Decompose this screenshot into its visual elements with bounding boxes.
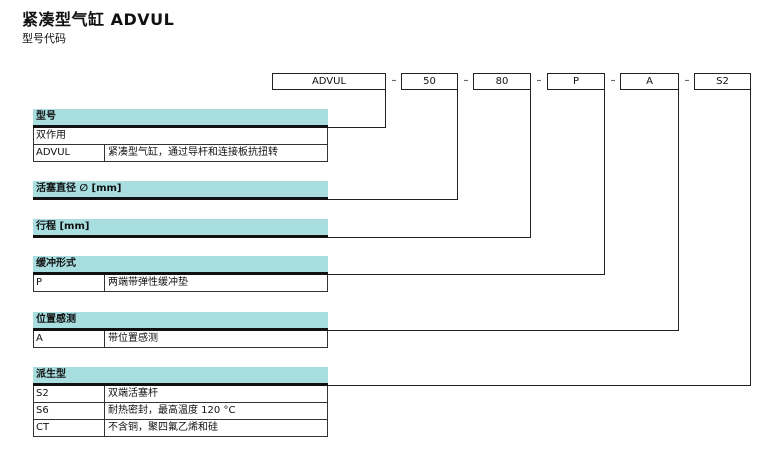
row-desc: 双端活塞杆 [104, 386, 327, 402]
page-title: 紧凑型气缸 ADVUL [22, 10, 175, 29]
connector-line [457, 90, 458, 200]
connector-line [385, 90, 386, 128]
row-code: ADVUL [36, 147, 71, 158]
code-separator: – [536, 75, 542, 86]
connector-line [328, 330, 679, 331]
section-header-stroke: 行程 [mm] [33, 219, 328, 238]
row-desc: 两端带弹性缓冲垫 [104, 275, 327, 291]
connector-line [328, 127, 386, 128]
row-label: 双作用 [36, 130, 66, 141]
row-desc: 不含铜，聚四氟乙烯和硅 [104, 420, 327, 436]
section-header-cushion: 缓冲形式 [33, 256, 328, 275]
section-header-variant: 派生型 [33, 367, 328, 386]
table-row: 双作用 [33, 128, 328, 145]
code-box-cushion: P [547, 73, 605, 90]
code-box-type: ADVUL [272, 73, 386, 90]
connector-line [678, 90, 679, 331]
code-box-bore: 50 [401, 73, 458, 90]
table-row: ADVUL 紧凑型气缸，通过导杆和连接板抗扭转 [33, 145, 328, 162]
section-header-sensing: 位置感测 [33, 312, 328, 331]
table-row: CT 不含铜，聚四氟乙烯和硅 [33, 420, 328, 437]
code-box-stroke: 80 [473, 73, 531, 90]
table-row: A 带位置感测 [33, 331, 328, 348]
section-header-type: 型号 [33, 109, 328, 128]
table-row: S6 耐热密封，最高温度 120 °C [33, 403, 328, 420]
connector-line [530, 90, 531, 238]
row-code: S2 [36, 388, 49, 399]
row-code: P [36, 277, 43, 288]
row-code: CT [36, 422, 50, 433]
page-subtitle: 型号代码 [22, 32, 66, 45]
row-code: A [36, 333, 43, 344]
code-box-sensing: A [620, 73, 679, 90]
table-row: S2 双端活塞杆 [33, 386, 328, 403]
connector-line [604, 90, 605, 275]
connector-line [328, 274, 605, 275]
connector-line [750, 90, 751, 386]
row-desc: 带位置感测 [104, 331, 327, 347]
connector-line [328, 199, 458, 200]
table-row: P 两端带弹性缓冲垫 [33, 275, 328, 292]
row-desc: 耐热密封，最高温度 120 °C [104, 403, 327, 419]
row-desc: 紧凑型气缸，通过导杆和连接板抗扭转 [104, 145, 327, 161]
code-separator: – [610, 75, 616, 86]
connector-line [328, 237, 531, 238]
connector-line [328, 385, 751, 386]
code-separator: – [463, 75, 469, 86]
section-header-bore: 活塞直径 ∅ [mm] [33, 181, 328, 200]
code-separator: – [684, 75, 690, 86]
row-code: S6 [36, 405, 49, 416]
code-separator: – [391, 75, 397, 86]
code-box-variant: S2 [694, 73, 751, 90]
